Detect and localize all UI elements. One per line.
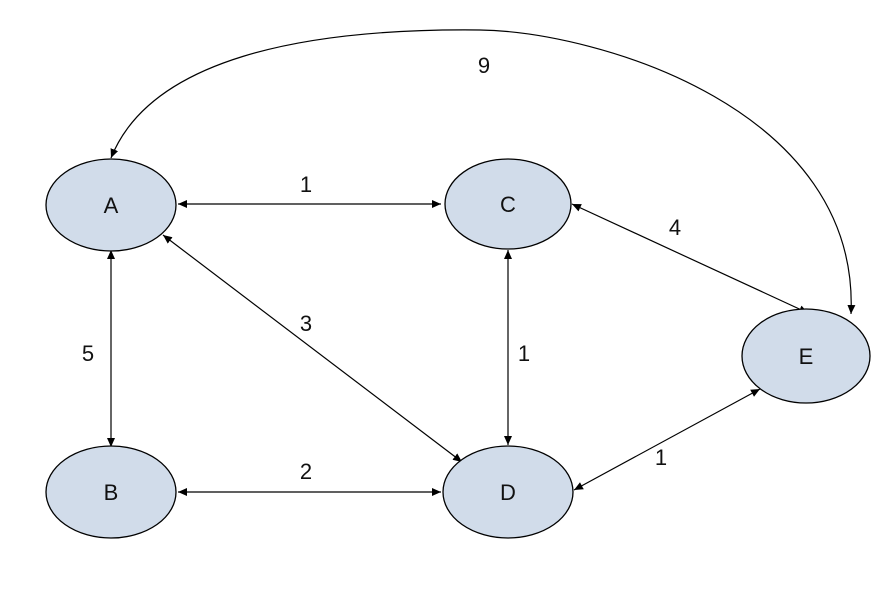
edge-b-d-weight: 2: [300, 459, 312, 484]
edge-e-a: 9: [110, 29, 856, 315]
node-d-ellipse: [442, 445, 574, 539]
node-c-ellipse: [444, 158, 572, 250]
node-b: B: [45, 445, 177, 539]
node-a-label: A: [104, 193, 119, 218]
nodes: A B C D E: [45, 158, 871, 539]
edge-d-e-weight: 1: [655, 445, 667, 470]
node-c: C: [444, 158, 572, 250]
node-e: E: [741, 308, 871, 404]
edge-a-c-weight: 1: [300, 172, 312, 197]
edge-e-a-curve: [110, 29, 856, 315]
edge-e-a-weight: 9: [478, 53, 490, 78]
node-e-ellipse: [741, 308, 871, 404]
edge-a-d: 3: [162, 234, 463, 463]
edge-a-b-weight: 5: [82, 341, 94, 366]
edge-b-d: 2: [178, 459, 441, 496]
edge-c-e-line: [571, 203, 809, 314]
node-b-label: B: [104, 480, 119, 505]
node-b-ellipse: [45, 445, 177, 539]
node-a: A: [45, 158, 177, 252]
node-d-label: D: [500, 480, 516, 505]
edge-d-e-line: [573, 388, 761, 491]
edge-a-d-weight: 3: [300, 311, 312, 336]
edge-c-e-weight: 4: [669, 215, 681, 240]
node-c-label: C: [500, 192, 516, 217]
edge-c-e: 4: [571, 203, 809, 314]
node-d: D: [442, 445, 574, 539]
node-a-ellipse: [45, 158, 177, 252]
edge-d-e: 1: [573, 388, 761, 491]
node-e-label: E: [799, 344, 814, 369]
edge-c-d-weight: 1: [518, 341, 530, 366]
edge-a-b: 5: [82, 250, 115, 447]
edge-a-c: 1: [178, 172, 441, 208]
edge-c-d: 1: [504, 250, 530, 445]
edges: 1 5 3 2 1 4 1 9: [82, 29, 856, 496]
edge-a-d-line: [162, 234, 463, 463]
